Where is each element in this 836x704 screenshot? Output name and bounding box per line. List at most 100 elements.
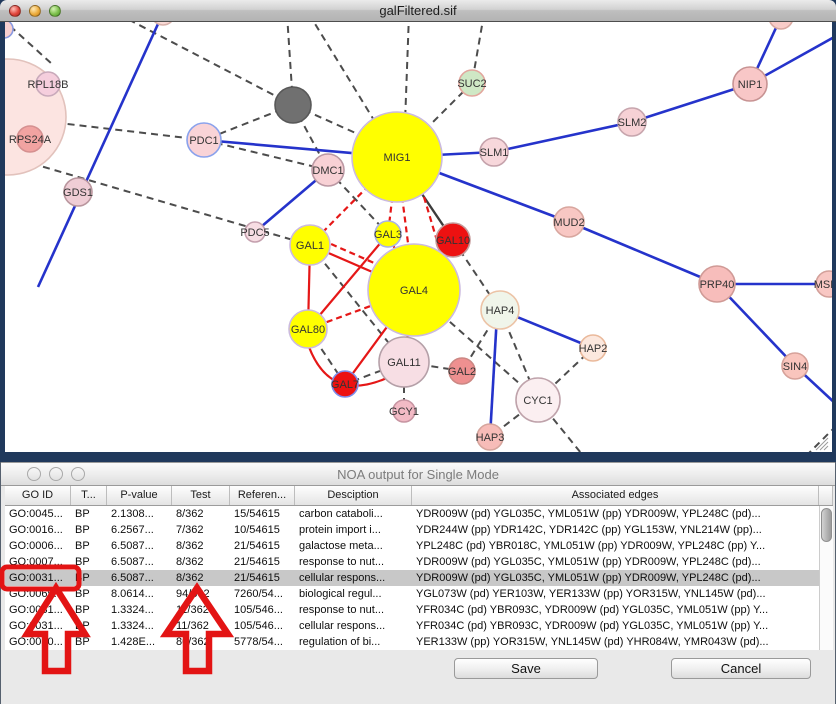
node-SIN4[interactable] [781, 352, 809, 380]
node-RPL18B[interactable] [35, 71, 61, 97]
node-SUC2[interactable] [458, 69, 486, 97]
node-HAP3[interactable] [476, 423, 504, 451]
table-cell: BP [75, 556, 90, 568]
table-cell: 1.428E... [111, 636, 156, 648]
node-label: HAP2 [579, 343, 608, 355]
column-header-associated-edges[interactable]: Associated edges [412, 486, 819, 505]
column-header-p-value[interactable]: P-value [107, 486, 172, 505]
table-cell: BP [75, 540, 90, 552]
node-GDS1[interactable] [63, 177, 93, 207]
node-PDC5[interactable] [244, 221, 266, 243]
resize-grip[interactable] [815, 437, 829, 451]
close-button[interactable] [9, 5, 21, 17]
node-MUD2[interactable] [553, 206, 585, 238]
table-cell: 10/54615 [234, 524, 280, 536]
table-cell: response to nut... [299, 604, 384, 616]
zoom-button[interactable] [71, 467, 85, 481]
table-cell: GO:0065... [9, 588, 63, 600]
node-PRP40[interactable] [698, 265, 736, 303]
table-cell: 7/362 [176, 524, 204, 536]
node-GAL3[interactable] [374, 220, 402, 248]
table-cell: GO:0045... [9, 508, 63, 520]
node-RPS24A[interactable] [16, 125, 44, 153]
column-header-t[interactable]: T... [71, 486, 107, 505]
minimize-button[interactable] [49, 467, 63, 481]
table-cell: response to nut... [299, 556, 384, 568]
minimize-button[interactable] [29, 5, 41, 17]
node-label: RPS24A [9, 134, 52, 146]
table-cell: 11/362 [176, 620, 209, 632]
table-cell: BP [75, 508, 90, 520]
table-cell: YGL073W (pd) YER103W, YER133W (pp) YOR31… [416, 588, 766, 600]
node-HAP4[interactable] [480, 290, 520, 330]
node-unlabeled[interactable] [0, 22, 14, 39]
table-cell: GO:0016... [9, 524, 63, 536]
column-header-test[interactable]: Test [172, 486, 230, 505]
edge [488, 314, 499, 438]
node-GAL1[interactable] [289, 224, 331, 266]
close-button[interactable] [27, 467, 41, 481]
column-header-referen[interactable]: Referen... [230, 486, 295, 505]
node-SLM1[interactable] [479, 137, 509, 167]
node-HAP2[interactable] [579, 334, 607, 362]
cancel-button[interactable]: Cancel [671, 658, 811, 679]
node-unlabeled[interactable] [151, 22, 175, 26]
node-label: GAL11 [387, 357, 420, 369]
scrollbar-thumb[interactable] [821, 508, 832, 542]
resize-grip[interactable] [819, 441, 829, 451]
table-cell: biological regul... [299, 588, 382, 600]
node-GAL80[interactable] [288, 309, 328, 349]
node-GAL11[interactable] [378, 336, 430, 388]
table-cell: 80/362 [176, 636, 210, 648]
table-cell: 105/546... [234, 620, 283, 632]
table-cell: galactose meta... [299, 540, 383, 552]
column-header-desciption[interactable]: Desciption [295, 486, 412, 505]
node-CYC1[interactable] [515, 377, 561, 423]
table-cell: GO:0031... [9, 572, 63, 584]
noa-window-titlebar[interactable]: NOA output for Single Mode [1, 462, 835, 486]
table-scrollbar[interactable] [819, 506, 833, 650]
node-label: GAL80 [291, 324, 325, 336]
node-GCY1[interactable] [392, 399, 416, 423]
table-cell: BP [75, 620, 90, 632]
node-GAL10[interactable] [435, 222, 471, 258]
save-button[interactable]: Save [454, 658, 598, 679]
node-SLM2[interactable] [617, 107, 647, 137]
table-cell: GO:0006... [9, 540, 63, 552]
node-MIG1[interactable] [351, 111, 443, 203]
table-cell: 8/362 [176, 540, 204, 552]
table-cell: cellular respons... [299, 572, 386, 584]
node-DMC1[interactable] [311, 153, 345, 187]
node-unlabeled[interactable] [769, 22, 793, 30]
zoom-button[interactable] [49, 5, 61, 17]
node-PDC1[interactable] [186, 122, 222, 158]
node-label: GAL7 [331, 379, 359, 391]
node-GAL7[interactable] [331, 370, 359, 398]
network-graph-canvas[interactable]: RPL18BRPS24AGDS1PDC1PDC5MIG1SUC2SLM1DMC1… [0, 22, 836, 462]
column-header-go-id[interactable]: GO ID [5, 486, 71, 505]
edge [493, 120, 633, 154]
table-cell: BP [75, 636, 90, 648]
table-cell: 21/54615 [234, 556, 280, 568]
node-unlabeled[interactable] [274, 86, 312, 124]
node-NIP1[interactable] [732, 66, 768, 102]
node-GAL2[interactable] [448, 357, 476, 385]
table-cell: 1.3324... [111, 620, 154, 632]
table-cell: YER133W (pp) YOR315W, YNL145W (pd) YHR08… [416, 636, 769, 648]
node-MSN5[interactable] [815, 270, 836, 298]
table-cell: 5778/54... [234, 636, 283, 648]
resize-grip[interactable] [823, 445, 829, 451]
node-label: GDS1 [63, 187, 93, 199]
network-window-titlebar[interactable]: galFiltered.sif [0, 0, 836, 22]
node-GAL4[interactable] [367, 243, 461, 337]
